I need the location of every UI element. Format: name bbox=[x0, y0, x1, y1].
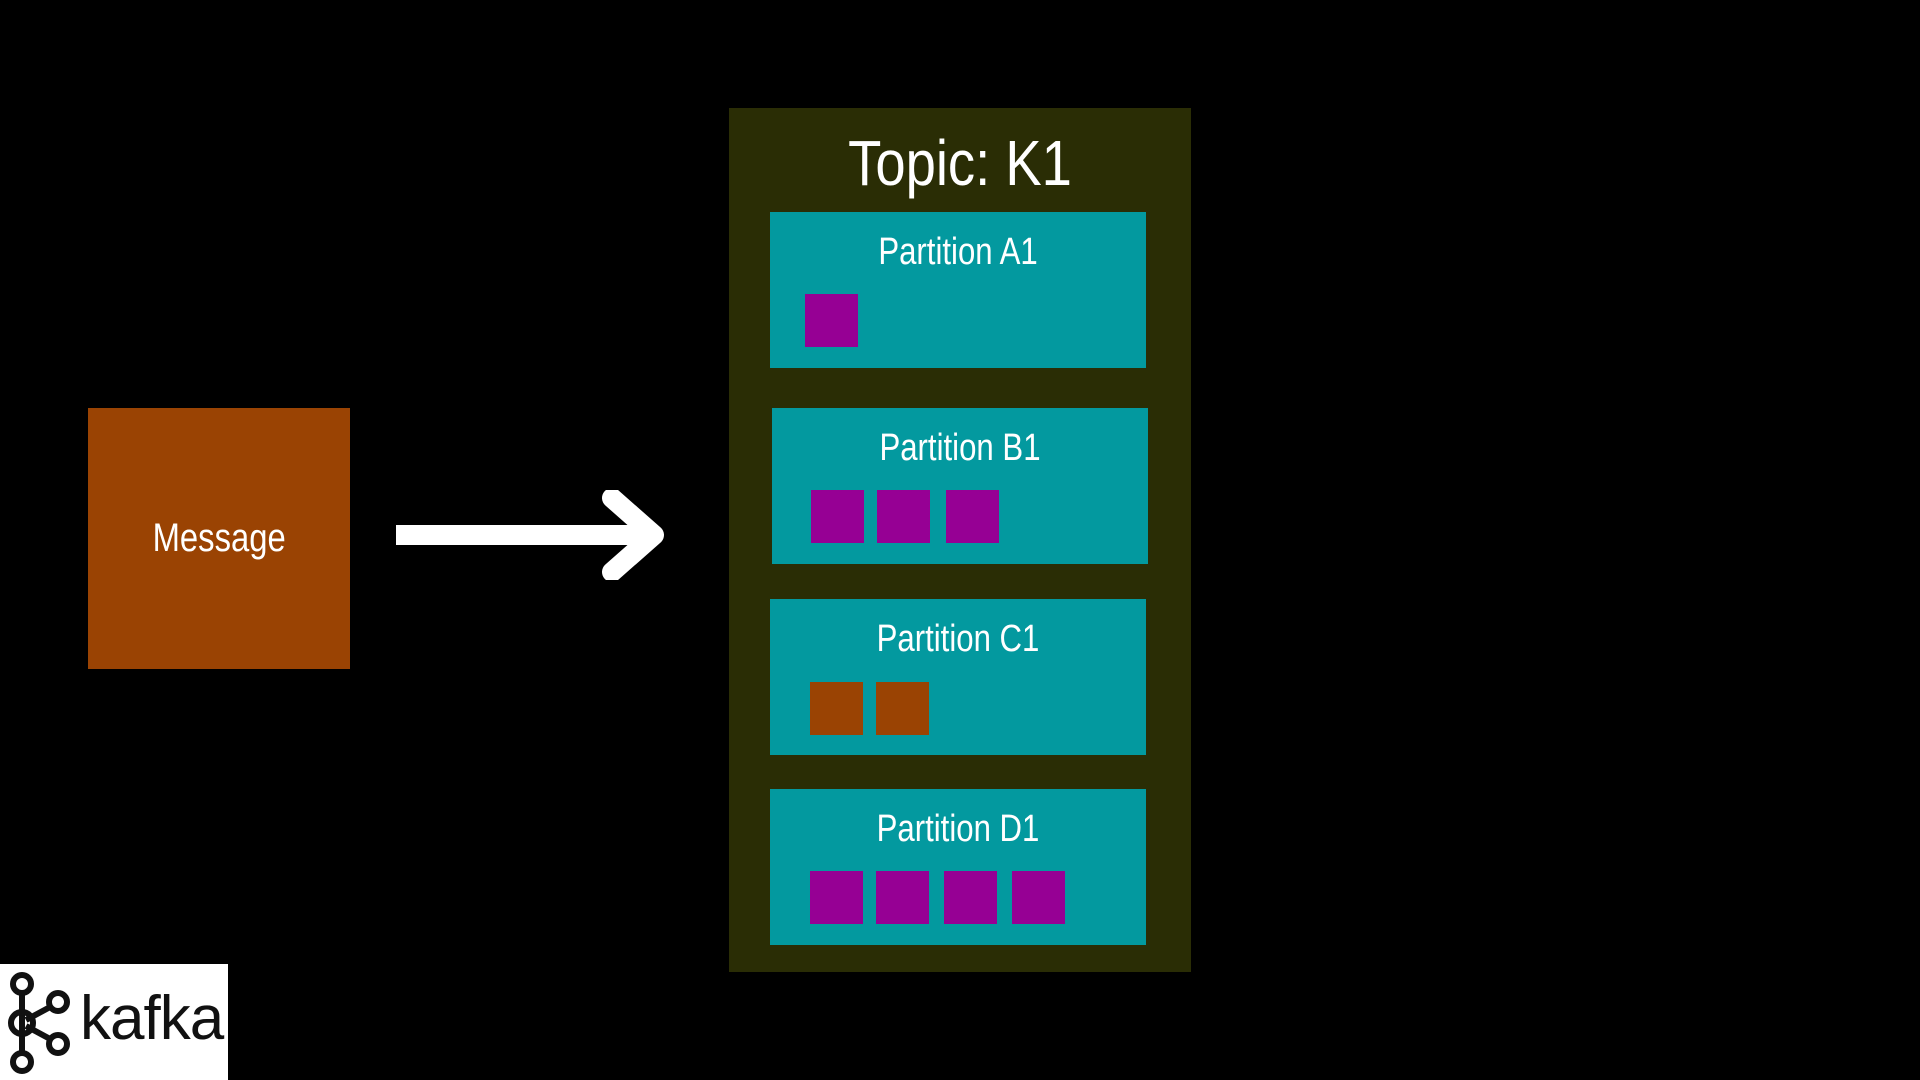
partition-label: Partition D1 bbox=[876, 808, 1040, 850]
partition-c1: Partition C1 bbox=[770, 599, 1146, 755]
partition-message bbox=[946, 490, 999, 543]
partition-message bbox=[877, 490, 930, 543]
partition-a1: Partition A1 bbox=[770, 212, 1146, 368]
partition-d1: Partition D1 bbox=[770, 789, 1146, 945]
partition-message bbox=[810, 682, 863, 735]
partition-message bbox=[944, 871, 997, 924]
topic-container: Topic: K1 Partition A1 Partition B1 Part… bbox=[729, 108, 1191, 972]
message-label: Message bbox=[152, 516, 286, 560]
partition-label: Partition C1 bbox=[876, 618, 1040, 660]
kafka-wordmark: kafka bbox=[80, 984, 224, 1053]
partition-b1: Partition B1 bbox=[772, 408, 1148, 564]
topic-title: Topic: K1 bbox=[848, 127, 1072, 199]
partition-label: Partition B1 bbox=[879, 427, 1041, 469]
partition-message bbox=[1012, 871, 1065, 924]
partition-message bbox=[876, 682, 929, 735]
kafka-logo-icon bbox=[8, 972, 70, 1074]
partition-message bbox=[810, 871, 863, 924]
message-box: Message bbox=[88, 408, 350, 669]
partition-message bbox=[811, 490, 864, 543]
partition-message bbox=[876, 871, 929, 924]
partition-message bbox=[805, 294, 858, 347]
kafka-logo: kafka bbox=[0, 964, 228, 1080]
partition-label: Partition A1 bbox=[878, 231, 1038, 273]
arrow-icon bbox=[396, 490, 664, 580]
